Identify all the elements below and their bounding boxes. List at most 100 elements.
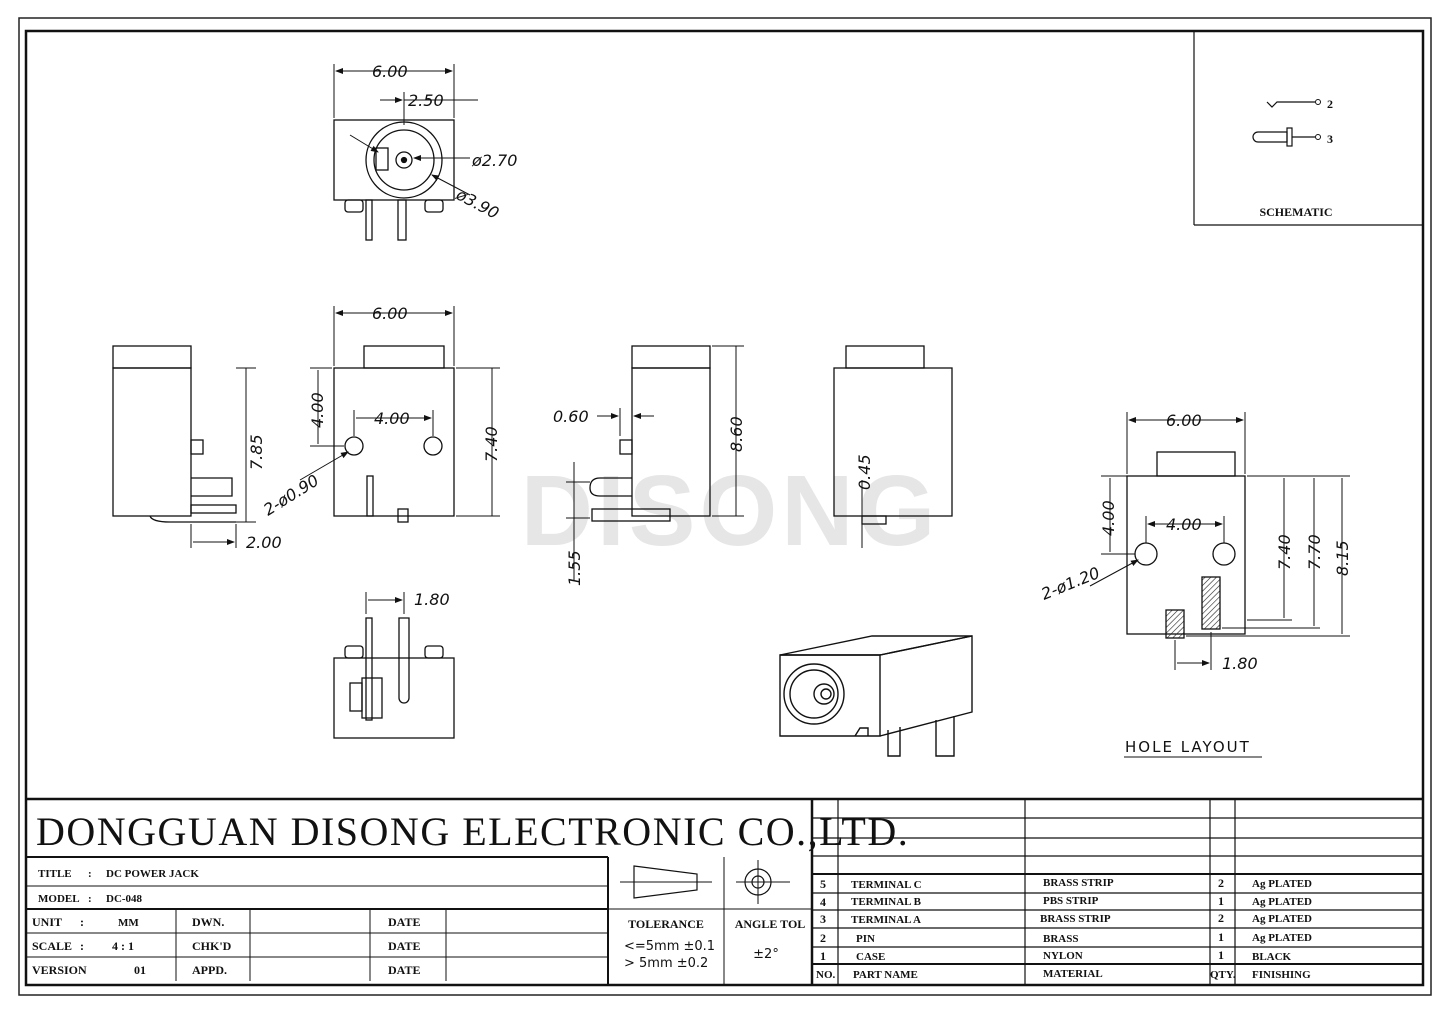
- front-view: [299, 306, 500, 523]
- side-view: [566, 345, 744, 580]
- watermark: DISONG: [521, 455, 939, 567]
- scale-colon: :: [80, 939, 84, 953]
- bom-header-finish: FINISHING: [1252, 969, 1311, 981]
- dim-side-width: 0.60: [553, 407, 589, 426]
- bom-row: 1 CASE NYLON 1 BLACK: [820, 948, 1292, 963]
- angle-tol-value: ±2°: [753, 947, 779, 962]
- dim-hole-pitch: 4.00: [1166, 515, 1202, 534]
- dim-dia-inner: ø2.70: [471, 151, 517, 170]
- schematic-title: SCHEMATIC: [1259, 205, 1332, 219]
- tolerance-label: TOLERANCE: [628, 917, 704, 931]
- hole-layout: [1089, 412, 1350, 758]
- version-value: 01: [134, 963, 146, 977]
- bom-material: NYLON: [1043, 950, 1083, 962]
- left-view: [112, 345, 256, 548]
- model-value: DC-048: [106, 893, 143, 905]
- bom-row: 4 TERMINAL B PBS STRIP 1 Ag PLATED: [820, 894, 1312, 909]
- dim-right-pin: 0.45: [855, 454, 874, 490]
- dim-side-height: 8.60: [727, 416, 746, 452]
- bom-header-name: PART NAME: [853, 969, 918, 981]
- bom-qty: 1: [1218, 948, 1224, 962]
- bom-name: CASE: [856, 951, 885, 963]
- bottom-view: [333, 592, 455, 739]
- bom-name: TERMINAL A: [851, 914, 921, 926]
- isometric-view: [779, 635, 973, 757]
- schematic: 2 3 SCHEMATIC: [1193, 31, 1423, 226]
- dim-hole-width: 6.00: [1166, 411, 1202, 430]
- company-name: DONGGUAN DISONG ELECTRONIC CO.,LTD.: [36, 809, 909, 854]
- bom-qty: 1: [1218, 894, 1224, 908]
- bom-name: TERMINAL C: [851, 879, 922, 891]
- dim-front-top: 4.00: [308, 392, 327, 428]
- dim-front-holes: 2-ø0.90: [260, 471, 322, 520]
- bom-no: 4: [820, 895, 826, 909]
- bom-row: 2 PIN BRASS 1 Ag PLATED: [820, 930, 1312, 945]
- dim-hole-h3: 8.15: [1333, 540, 1352, 576]
- date-label-1: DATE: [388, 915, 420, 929]
- dim-front-height: 7.40: [482, 426, 501, 462]
- dim-hole-dia: 2-ø1.20: [1038, 563, 1102, 604]
- bom-header-no: NO.: [816, 969, 836, 981]
- date-label-3: DATE: [388, 963, 420, 977]
- dim-left-bottom: 2.00: [246, 533, 282, 552]
- bom-name: PIN: [856, 933, 875, 945]
- unit-label: UNIT: [32, 915, 62, 929]
- date-label-2: DATE: [388, 939, 420, 953]
- scale-value: 4 : 1: [112, 939, 134, 953]
- bom-name: TERMINAL B: [851, 896, 922, 908]
- angle-tol-label: ANGLE TOL: [735, 917, 806, 931]
- dim-side-pin: 1.55: [565, 550, 584, 586]
- bom-material: BRASS: [1043, 933, 1078, 945]
- title-block: [26, 797, 1423, 985]
- tolerance-line-2: > 5mm ±0.2: [624, 956, 708, 971]
- right-view: [833, 345, 953, 548]
- bom-no: 3: [820, 912, 826, 926]
- model-label: MODEL: [38, 893, 80, 905]
- schematic-pin-2: 2: [1327, 97, 1333, 111]
- bom-qty: 2: [1218, 911, 1224, 925]
- bom-header-material: MATERIAL: [1043, 968, 1103, 980]
- dim-left-height: 7.85: [247, 434, 266, 470]
- dim-hole-h1: 7.40: [1275, 534, 1294, 570]
- appd-label: APPD.: [192, 963, 227, 977]
- bom-row: 3 TERMINAL A BRASS STRIP 2 Ag PLATED: [820, 911, 1312, 926]
- bom-finish: Ag PLATED: [1252, 878, 1312, 890]
- bom-no: 2: [820, 931, 826, 945]
- model-colon: :: [88, 893, 92, 905]
- dim-hole-offset: 1.80: [1222, 654, 1258, 673]
- tolerance-line-1: <=5mm ±0.1: [624, 939, 715, 954]
- title-colon: :: [88, 868, 92, 880]
- top-view: [333, 64, 478, 241]
- dim-top-offset: 2.50: [408, 91, 444, 110]
- scale-label: SCALE: [32, 939, 72, 953]
- bom-material: PBS STRIP: [1043, 895, 1099, 907]
- dim-hole-top: 4.00: [1099, 500, 1118, 536]
- dim-hole-h2: 7.70: [1305, 534, 1324, 570]
- schematic-pin-3: 3: [1327, 132, 1333, 146]
- dim-front-width: 6.00: [372, 304, 408, 323]
- outer-border: [18, 17, 1432, 996]
- title-label: TITLE: [38, 868, 72, 880]
- bom-qty: 1: [1218, 930, 1224, 944]
- bom-row: 5 TERMINAL C BRASS STRIP 2 Ag PLATED: [820, 876, 1312, 891]
- dim-front-pitch: 4.00: [374, 409, 410, 428]
- dwn-label: DWN.: [192, 915, 224, 929]
- title-value: DC POWER JACK: [106, 868, 199, 880]
- bom-header-qty: QTY.: [1210, 969, 1236, 981]
- bom-no: 5: [820, 877, 826, 891]
- bom-qty: 2: [1218, 876, 1224, 890]
- bom-finish: Ag PLATED: [1252, 896, 1312, 908]
- dim-bottom-offset: 1.80: [414, 590, 450, 609]
- unit-value: MM: [118, 917, 139, 929]
- bom-material: BRASS STRIP: [1040, 913, 1111, 925]
- dim-top-width: 6.00: [372, 62, 408, 81]
- bom-finish: Ag PLATED: [1252, 913, 1312, 925]
- version-label: VERSION: [32, 963, 87, 977]
- bom-finish: Ag PLATED: [1252, 932, 1312, 944]
- chkd-label: CHK'D: [192, 939, 232, 953]
- hole-layout-label: HOLE LAYOUT: [1125, 738, 1251, 756]
- unit-colon: :: [80, 915, 84, 929]
- bom-header: NO. PART NAME MATERIAL QTY. FINISHING: [816, 968, 1311, 981]
- bom-finish: BLACK: [1252, 951, 1292, 963]
- bom-material: BRASS STRIP: [1043, 877, 1114, 889]
